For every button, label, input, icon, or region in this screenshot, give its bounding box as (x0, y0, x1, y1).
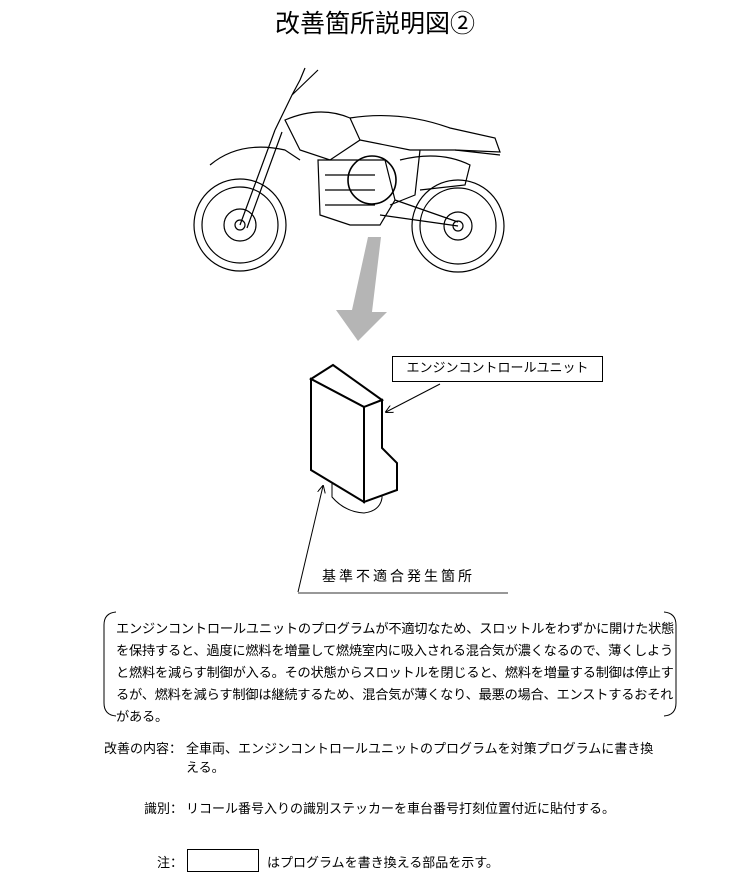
page-title: 改善箇所説明図② (274, 9, 475, 38)
note-text: はプログラムを書き換える部品を示す。 (267, 856, 499, 871)
defect-description: エンジンコントロールユニットのプログラムが不適切なため、スロットルをわずかに開け… (116, 622, 675, 725)
ecu-leader-arrow (386, 383, 441, 412)
nonconformity-leader-arrow (297, 486, 323, 593)
note-legend-box (187, 849, 259, 872)
identification-label: 識別： (144, 802, 184, 817)
ecu-label: エンジンコントロールユニット (392, 356, 603, 382)
description-frame (103, 611, 677, 717)
identification-text: リコール番号入りの識別ステッカーを車台番号打刻位置付近に貼付する。 (186, 802, 616, 817)
pointer-arrow (336, 237, 387, 341)
motorcycle-illustration (193, 67, 505, 273)
note-label: 注： (157, 856, 184, 871)
ecu-illustration (309, 363, 398, 514)
improvement-text-line1: 全車両、エンジンコントロールユニットのプログラムを対策プログラムに書き換 (186, 742, 654, 757)
improvement-text-line2: える。 (186, 761, 225, 776)
nonconformity-site-label: 基準不適合発生箇所 (322, 569, 475, 585)
improvement-label: 改善の内容： (104, 742, 183, 757)
